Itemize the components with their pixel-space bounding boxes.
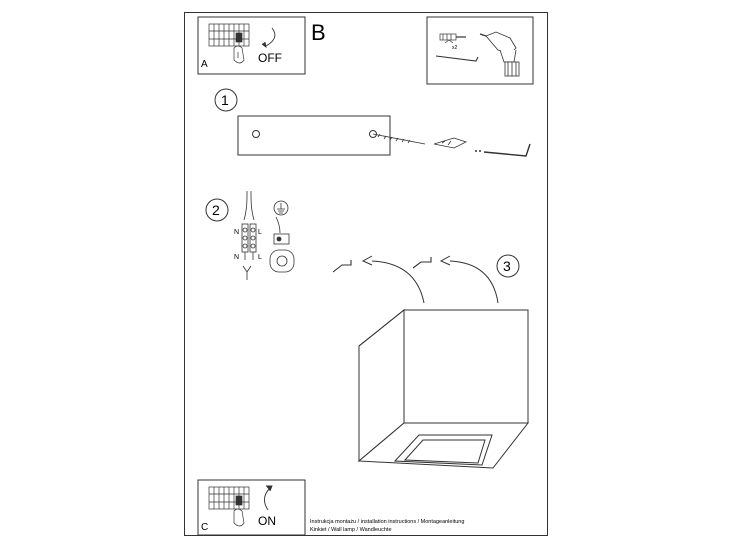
lamp-cube-illustration	[357, 308, 530, 469]
step-1-number: 1	[221, 92, 229, 108]
instruction-sheet-frame	[184, 12, 548, 536]
mounting-hole-left	[252, 130, 260, 138]
wall-hook-icon	[475, 143, 531, 157]
step-3-number: 3	[503, 258, 511, 274]
panel-c-letter: C	[201, 522, 208, 533]
wire-label-l-top: L	[258, 229, 262, 236]
step-1-drawing	[214, 88, 531, 157]
switch-off-arrow-icon	[261, 27, 276, 49]
terminal-block-on-icon	[208, 486, 250, 527]
panel-c-switch-state: ON	[258, 514, 276, 528]
panel-a-switch-state: OFF	[258, 51, 282, 65]
panel-c-box	[197, 479, 306, 536]
hook-left-icon	[332, 260, 352, 273]
screw-hook-icon	[435, 55, 479, 62]
panel-a	[197, 16, 306, 75]
mount-arrow-right-icon	[439, 255, 499, 304]
ground-terminal-icon	[269, 233, 295, 273]
screw-icon	[372, 133, 426, 145]
step-2-badge	[205, 198, 229, 222]
panel-b-box	[426, 16, 534, 85]
step-2-number: 2	[212, 202, 220, 218]
drill-icon	[479, 31, 520, 77]
footer-line-2: Kinkiet / Wall lamp / Wandleuchte	[310, 527, 392, 533]
wiring-connector-icon	[241, 191, 257, 280]
wall-plug-icon	[439, 33, 466, 44]
panel-b	[426, 16, 534, 85]
step-3-drawing	[332, 254, 530, 469]
mount-arrow-left-icon	[361, 255, 425, 304]
panel-a-letter: A	[201, 59, 208, 70]
anchor-plug-icon	[433, 137, 468, 149]
mounting-plate	[237, 115, 391, 156]
panel-a-box	[197, 16, 306, 75]
mounting-hole-right	[369, 130, 377, 138]
wire-label-n-bottom: N	[234, 254, 239, 261]
footer-line-1: Instrukcja montażu / installation instru…	[310, 519, 464, 525]
step-3-badge	[496, 254, 520, 278]
hook-right-icon	[412, 257, 432, 269]
switch-on-arrow-icon	[264, 485, 273, 511]
anchor-count-label: x2	[452, 45, 458, 51]
ground-icon	[273, 200, 289, 234]
terminal-block-off-icon	[208, 23, 250, 64]
step-1-badge	[214, 88, 238, 112]
step-2-drawing	[205, 191, 295, 280]
wire-label-n-top: N	[234, 229, 239, 236]
wire-label-l-bottom: L	[258, 254, 262, 261]
panel-c	[197, 479, 306, 536]
panel-b-letter: B	[311, 20, 326, 45]
